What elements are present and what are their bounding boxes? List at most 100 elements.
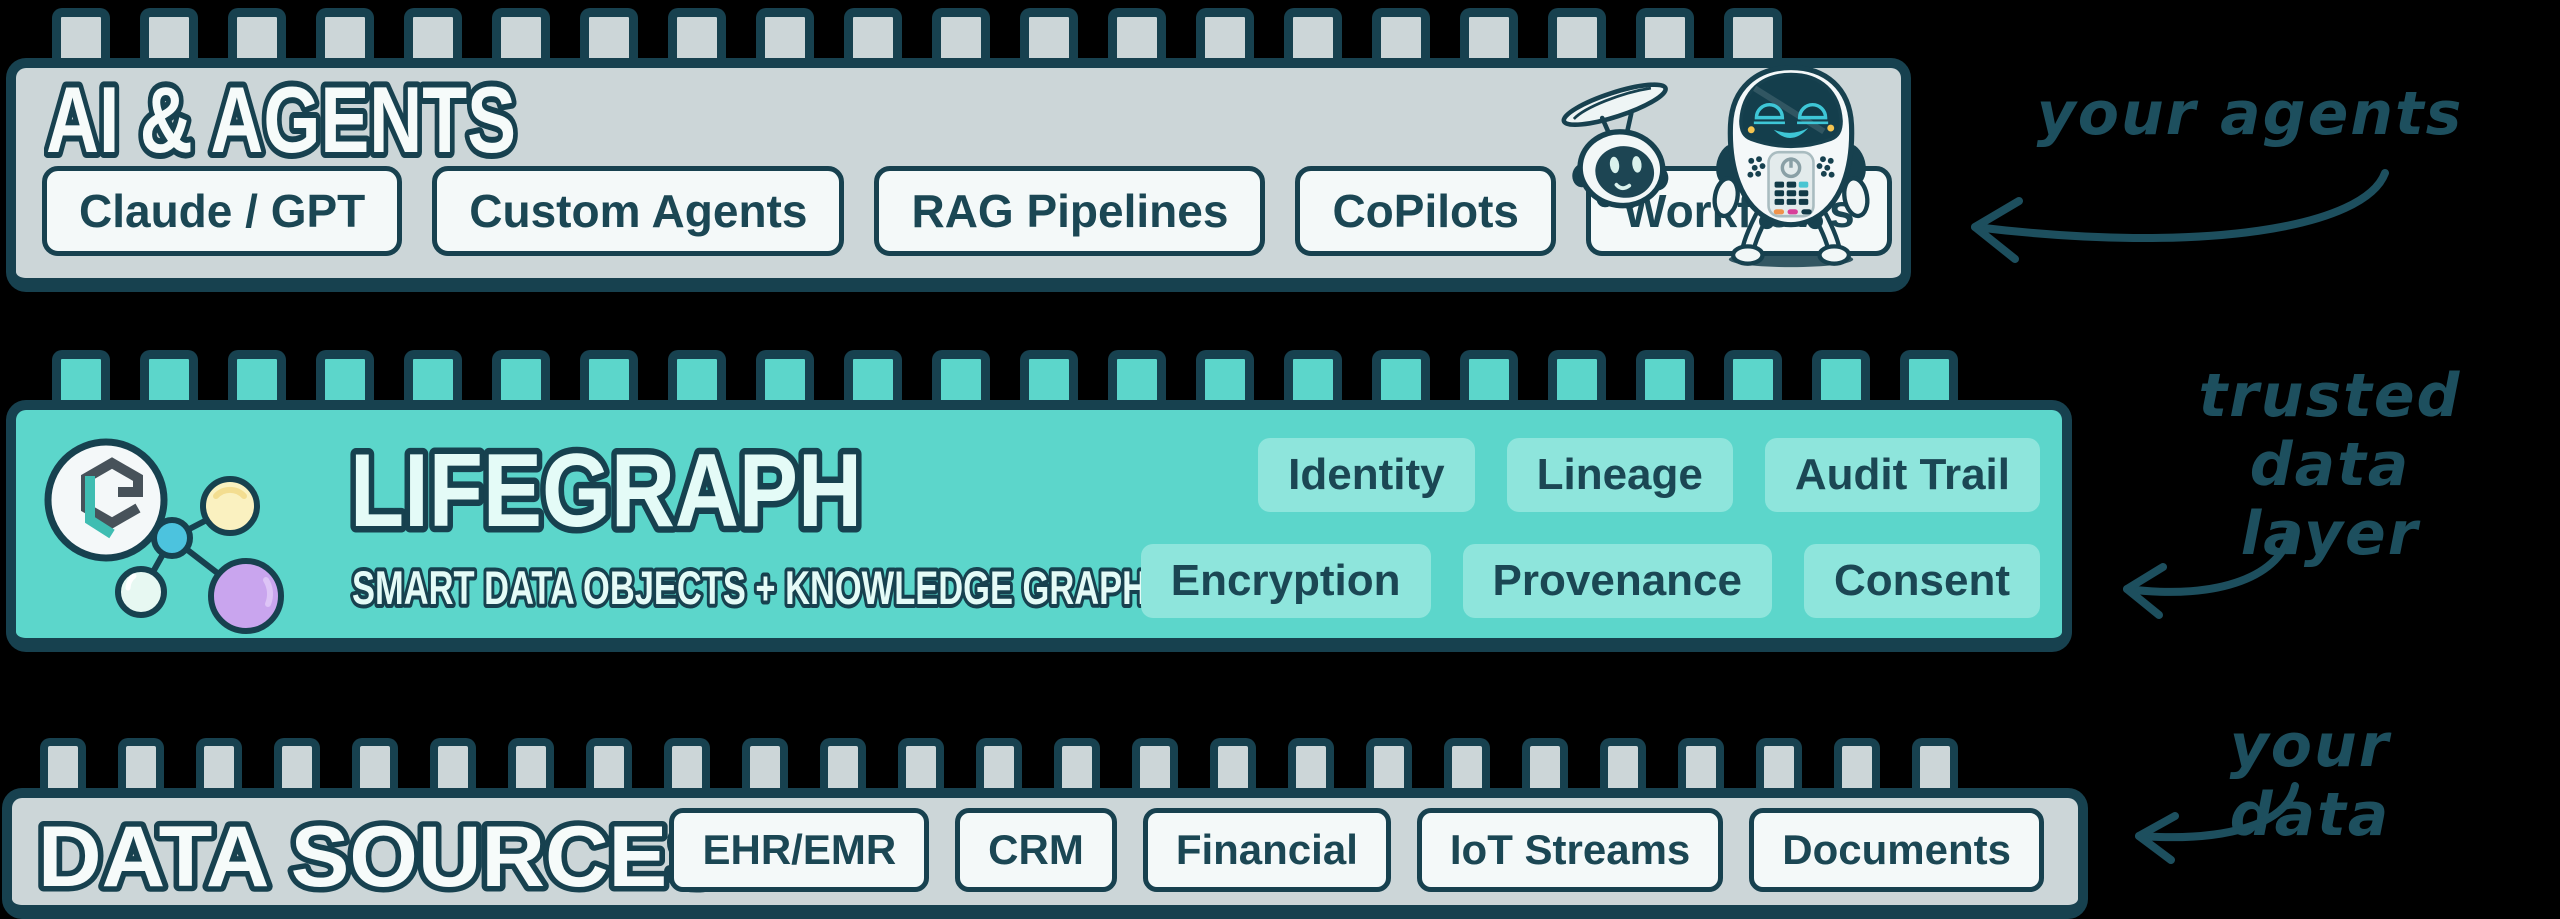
chip-financial: Financial [1142,808,1391,892]
annotation-trusted-line1: trusted data [2198,361,2462,500]
brick-stud [1210,738,1256,788]
brick-stud [1372,8,1430,60]
brick-stud [1460,350,1518,402]
brick-stud [316,8,374,60]
lifegraph-subtitle-graphic: SMART DATA OBJECTS + KNOWLEDGE GRAPHS [350,557,1174,618]
brick-stud [1912,738,1958,788]
brick-stud [52,8,110,60]
brick-stud [756,8,814,60]
brick-stud [1284,350,1342,402]
curved-arrow-data-icon [2135,782,2299,864]
brick-stud [1372,350,1430,402]
brick-stud [316,350,374,402]
curved-arrow-agents-icon [1971,169,2389,263]
brick-stud [1548,350,1606,402]
lifegraph-title-graphic: LIFEGRAPH [346,427,869,549]
annotation-your-agents: your agents [2035,80,2465,149]
brick-stud [844,350,902,402]
brick-stud [140,8,198,60]
lifegraph-logo-icon [44,438,284,634]
brick-stud [668,350,726,402]
chip-custom-agents: Custom Agents [432,166,845,256]
brick-stud [820,738,866,788]
brick-stud [742,738,788,788]
chip-crm: CRM [955,808,1117,892]
brick-stud [1132,738,1178,788]
brick-stud [976,738,1022,788]
brick-stud [844,8,902,60]
lifegraph-chip-row-1: Identity Lineage Audit Trail [1258,438,2040,512]
brick-stud [118,738,164,788]
brick-stud [352,738,398,788]
chip-provenance: Provenance [1462,544,1772,618]
brick-stud [932,350,990,402]
brick-stud [196,738,242,788]
brick-stud [1834,738,1880,788]
brick-stud [1020,8,1078,60]
brick-stud [1600,738,1646,788]
brick-stud [52,350,110,402]
humanoid-robot-icon [1712,64,1870,268]
brick-stud [430,738,476,788]
brick-stud [1284,8,1342,60]
chip-iot-streams: IoT Streams [1416,808,1724,892]
brick-stud [404,350,462,402]
brick-stud [508,738,554,788]
brick-stud [492,8,550,60]
brick-stud [1812,350,1870,402]
brick-stud [228,350,286,402]
data-sources-brick: DATA SOURCES EHR/EMR CRM Financial IoT S… [2,788,2088,919]
brick-stud [1054,738,1100,788]
brick-stud [1020,350,1078,402]
lifegraph-brick: LIFEGRAPH SMART DATA OBJECTS + KNOWLEDGE… [6,400,2072,652]
brick-stud [586,738,632,788]
chip-identity: Identity [1258,438,1475,512]
brick-stud [1900,350,1958,402]
brick-stud [1724,8,1782,60]
brick-stud [1196,8,1254,60]
drone-robot-icon [1561,82,1669,209]
brick-stud [1444,738,1490,788]
chip-consent: Consent [1804,544,2040,618]
agents-brick: AI & AGENTS Claude / GPT Custom Agents R… [6,58,1911,292]
chip-rag-pipelines: RAG Pipelines [874,166,1266,256]
brick-stud [1288,738,1334,788]
brick-stud [140,350,198,402]
brick-stud [40,738,86,788]
brick-stud [1196,350,1254,402]
brick-stud [1108,8,1166,60]
annotation-your-agents-text: your agents [2036,79,2464,149]
brick-stud [1678,738,1724,788]
curved-arrow-lifegraph-icon [2123,527,2294,619]
chip-lineage: Lineage [1506,438,1733,512]
lifegraph-chip-row-2: Encryption Provenance Consent [1140,544,2040,618]
lifegraph-title: LIFEGRAPH [350,433,862,548]
data-sources-title-graphic: DATA SOURCES [36,806,732,906]
brick-stud [664,738,710,788]
brick-stud [228,8,286,60]
agents-title: AI & AGENTS [46,67,516,172]
brick-stud [1636,350,1694,402]
chip-audit-trail: Audit Trail [1764,438,2040,512]
data-brick-studs [2,738,2088,788]
brick-stud [1756,738,1802,788]
annotation-trusted-data-layer: trusted data layer [2130,362,2530,569]
data-sources-title: DATA SOURCES [38,809,726,905]
brick-stud [932,8,990,60]
brick-stud [1460,8,1518,60]
brick-stud [1724,350,1782,402]
brick-stud [404,8,462,60]
brick-stud [1548,8,1606,60]
brick-stud [756,350,814,402]
brick-stud [1522,738,1568,788]
chip-copilots: CoPilots [1295,166,1556,256]
chip-encryption: Encryption [1140,544,1431,618]
brick-stud [1366,738,1412,788]
lifegraph-subtitle: SMART DATA OBJECTS + KNOWLEDGE GRAPHS [352,561,1170,614]
annotation-your-data-text: your data [2229,711,2391,850]
brick-stud [668,8,726,60]
brick-stud [580,8,638,60]
chip-ehr-emr: EHR/EMR [669,808,930,892]
annotation-your-data: your data [2140,712,2480,850]
